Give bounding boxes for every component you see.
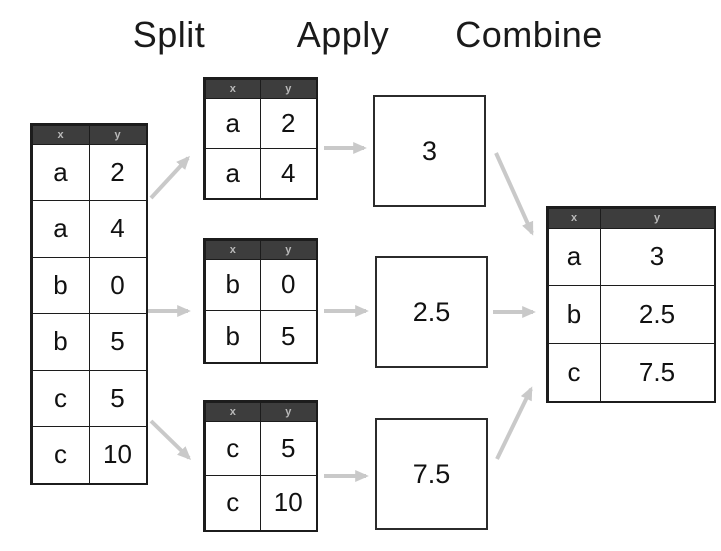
- table-cell: c: [204, 475, 261, 531]
- table-cell: 7.5: [599, 342, 715, 402]
- apply-result-box-c: 7.5: [375, 418, 488, 530]
- header-cell: y: [260, 401, 317, 422]
- table-cell: 2: [260, 97, 317, 149]
- header-cell: x: [204, 78, 261, 99]
- table-cell: c: [31, 369, 90, 427]
- table-cell: 5: [88, 313, 147, 371]
- table-cell: 2: [88, 143, 147, 201]
- table-cell: c: [547, 342, 601, 402]
- table-cell: 3: [599, 227, 715, 287]
- table-cell: b: [547, 285, 601, 344]
- table-cell: 0: [260, 258, 317, 311]
- header-cell: x: [204, 401, 261, 422]
- table-cell: c: [31, 426, 90, 484]
- header-cell: y: [88, 124, 147, 145]
- table-cell: 5: [88, 369, 147, 427]
- table-cell: a: [31, 143, 90, 201]
- arrow-apply-c-to-combine: [495, 386, 533, 460]
- stage-title-split: Split: [132, 14, 206, 55]
- table-cell: a: [31, 200, 90, 258]
- table-cell: b: [204, 310, 261, 363]
- table-cell: a: [204, 97, 261, 149]
- table-cell: a: [204, 147, 261, 199]
- table-cell: b: [204, 258, 261, 311]
- table-cell: 10: [260, 475, 317, 531]
- header-cell: y: [260, 239, 317, 260]
- header-cell: x: [31, 124, 90, 145]
- stage-title-combine: Combine: [455, 14, 603, 55]
- header-cell: y: [599, 207, 715, 229]
- apply-result-box-a: 3: [373, 95, 486, 207]
- table-cell: 0: [88, 256, 147, 314]
- header-cell: x: [204, 239, 261, 260]
- table-cell: a: [547, 227, 601, 287]
- table-cell: 4: [260, 147, 317, 199]
- table-cell: b: [31, 256, 90, 314]
- apply-result-box-b: 2.5: [375, 256, 488, 368]
- table-cell: c: [204, 420, 261, 476]
- header-cell: x: [547, 207, 601, 229]
- table-cell: b: [31, 313, 90, 371]
- table-cell: 10: [88, 426, 147, 484]
- table-cell: 4: [88, 200, 147, 258]
- arrow-source-to-split-c: [149, 419, 192, 461]
- stage-title-apply: Apply: [296, 14, 390, 55]
- arrow-source-to-split-a: [149, 155, 190, 200]
- table-cell: 2.5: [599, 285, 715, 344]
- table-cell: 5: [260, 420, 317, 476]
- header-cell: y: [260, 78, 317, 99]
- arrow-apply-a-to-combine: [494, 152, 534, 236]
- table-cell: 5: [260, 310, 317, 363]
